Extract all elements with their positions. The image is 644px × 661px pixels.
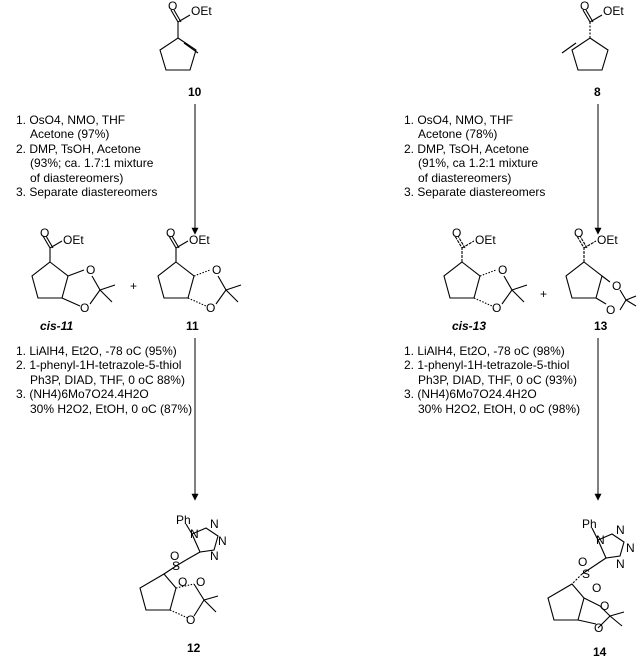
structure-cis-13 [443, 235, 497, 307]
condition-line: 1. OsO4, NMO, THF [404, 113, 514, 127]
atom-label: N [616, 557, 625, 571]
structure-13 [565, 235, 611, 305]
atom-label: OEt [475, 233, 496, 247]
acetonide-11 [215, 275, 242, 305]
condition-line: 2. 1-phenyl-1H-tetrazole-5-thiol [16, 358, 182, 373]
acetonide-13 [619, 289, 637, 311]
atom-label: OEt [191, 4, 212, 18]
condition-line: 1. LiAlH4, Et2O, -78 oC (95%) [16, 344, 177, 358]
atom-label: O [592, 581, 601, 595]
condition-line: Ph3P, DIAD, THF, 0 oC 88%) [30, 372, 185, 387]
atom-label: N [616, 523, 625, 537]
condition-line: 2. DMP, TsOH, Acetone [404, 141, 529, 156]
structure-11 [157, 235, 211, 307]
atom-label: OEt [189, 233, 210, 247]
structure-14 [547, 527, 625, 629]
compound-label-cis-13: cis-13 [452, 319, 486, 333]
compound-label-8: 8 [594, 85, 601, 99]
atom-label: N [218, 534, 227, 548]
condition-line: (91%, ca 1.2:1 mixture [418, 156, 539, 171]
conditions-right-step1: 1. OsO4, NMO, THF Acetone (78%) 2. DMP, … [404, 113, 545, 199]
acetonide-cis-13 [501, 275, 528, 305]
structure-8 [561, 9, 609, 71]
atom-label: O [600, 599, 609, 613]
plus-sign: + [130, 279, 137, 293]
condition-line: Acetone (78%) [418, 127, 498, 142]
atom-label: N [626, 541, 635, 555]
atom-label: N [210, 517, 219, 531]
condition-line: 1. LiAlH4, Et2O, -78 oC (98%) [404, 344, 565, 358]
atom-label: O [178, 575, 187, 589]
structure-12 [139, 523, 219, 619]
plus-sign: + [540, 287, 547, 301]
structure-cis-11 [31, 235, 85, 307]
atom-label: O [80, 301, 89, 315]
atom-label: OEt [597, 233, 618, 247]
condition-line: 3. (NH4)6Mo7O24.4H2O [16, 387, 149, 402]
condition-line: 3. Separate diastereomers [404, 185, 546, 200]
condition-line: 3. Separate diastereomers [16, 185, 158, 200]
atom-label: O [86, 263, 95, 277]
atom-label: O [186, 613, 195, 627]
condition-line: 30% H2O2, EtOH, 0 oC (87%) [30, 401, 193, 416]
atom-label: O [196, 575, 205, 589]
atom-label: O [212, 263, 221, 277]
compound-label-10: 10 [188, 85, 202, 99]
condition-line: of diastereomers) [30, 170, 124, 185]
atom-label: O [578, 555, 587, 569]
conditions-right-step2: 1. LiAlH4, Et2O, -78 oC (98%) 2. 1-pheny… [404, 344, 580, 416]
atom-label: O [606, 303, 615, 317]
atom-label: S [172, 559, 180, 573]
atom-label: O [206, 301, 215, 315]
condition-line: Ph3P, DIAD, THF, 0 oC (93%) [418, 372, 577, 387]
atom-label: O [594, 621, 603, 635]
atom-label: Ph [582, 517, 597, 531]
atom-label: O [574, 226, 583, 240]
condition-line: 2. 1-phenyl-1H-tetrazole-5-thiol [404, 358, 570, 373]
atom-label: N [210, 549, 219, 563]
atom-label: O [580, 0, 589, 13]
structure-10 [159, 9, 199, 71]
atom-label: O [452, 226, 461, 240]
atom-label: OEt [603, 4, 624, 18]
atom-label: O [498, 263, 507, 277]
compound-label-14: 14 [593, 645, 607, 659]
atom-label: OEt [63, 233, 84, 247]
atom-label: N [596, 533, 605, 547]
atom-label: N [190, 527, 199, 541]
compound-label-cis-11: cis-11 [40, 319, 73, 333]
condition-line: 1. OsO4, NMO, THF [16, 113, 126, 127]
condition-line: 3. (NH4)6Mo7O24.4H2O [404, 387, 537, 402]
atom-label: Ph [176, 513, 191, 527]
compound-label-11: 11 [186, 319, 199, 333]
atom-label: O [166, 226, 175, 240]
condition-line: 30% H2O2, EtOH, 0 oC (98%) [418, 401, 581, 416]
condition-line: 2. DMP, TsOH, Acetone [16, 141, 141, 156]
atom-label: O [612, 279, 621, 293]
conditions-left-step1: 1. OsO4, NMO, THF Acetone (97%) 2. DMP, … [16, 113, 157, 199]
compound-label-12: 12 [187, 641, 201, 655]
condition-line: (93%; ca. 1.7:1 mixture [30, 156, 154, 171]
atom-label: O [492, 301, 501, 315]
condition-line: of diastereomers) [418, 170, 512, 185]
conditions-left-step2: 1. LiAlH4, Et2O, -78 oC (95%) 2. 1-pheny… [16, 344, 192, 416]
atom-label: O [40, 226, 49, 240]
atom-label: O [170, 549, 179, 563]
compound-label-13: 13 [594, 319, 608, 333]
acetonide-cis-11 [89, 275, 116, 305]
atom-label: O [168, 0, 177, 13]
condition-line: Acetone (97%) [30, 127, 110, 142]
atom-label: S [582, 567, 590, 581]
